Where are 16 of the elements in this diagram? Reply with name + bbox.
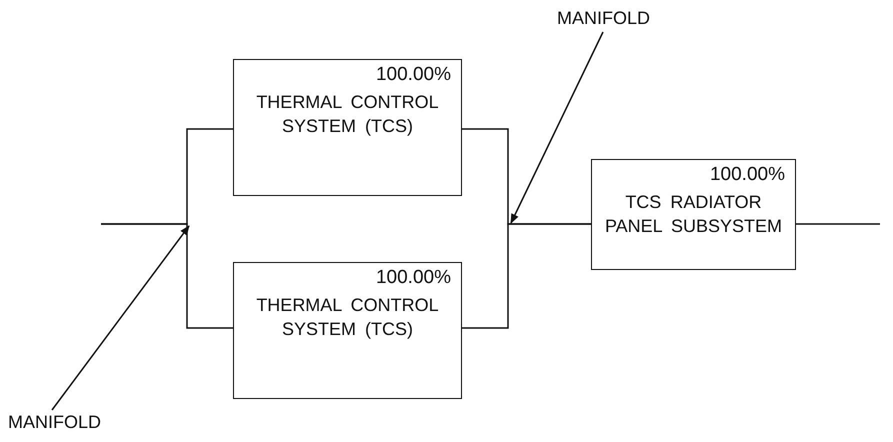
reliability-value: 100.00% <box>710 164 785 186</box>
callout-label: MANIFOLD <box>8 412 102 433</box>
connector-line <box>462 223 591 329</box>
reliability-block <box>591 159 796 270</box>
reliability-block <box>233 59 462 196</box>
block-title: TCS RADIATOR PANEL SUBSYSTEM <box>604 191 784 238</box>
callout-label: MANIFOLD <box>557 8 650 29</box>
block-title: THERMAL CONTROL SYSTEM (TCS) <box>255 91 440 138</box>
reliability-block <box>233 262 462 399</box>
connector-line <box>101 223 233 329</box>
block-title: THERMAL CONTROL SYSTEM (TCS) <box>255 294 440 341</box>
leader-line <box>51 225 190 410</box>
reliability-value: 100.00% <box>376 267 451 289</box>
connector-line <box>796 223 880 225</box>
reliability-value: 100.00% <box>376 64 451 86</box>
leader-line <box>510 32 604 224</box>
